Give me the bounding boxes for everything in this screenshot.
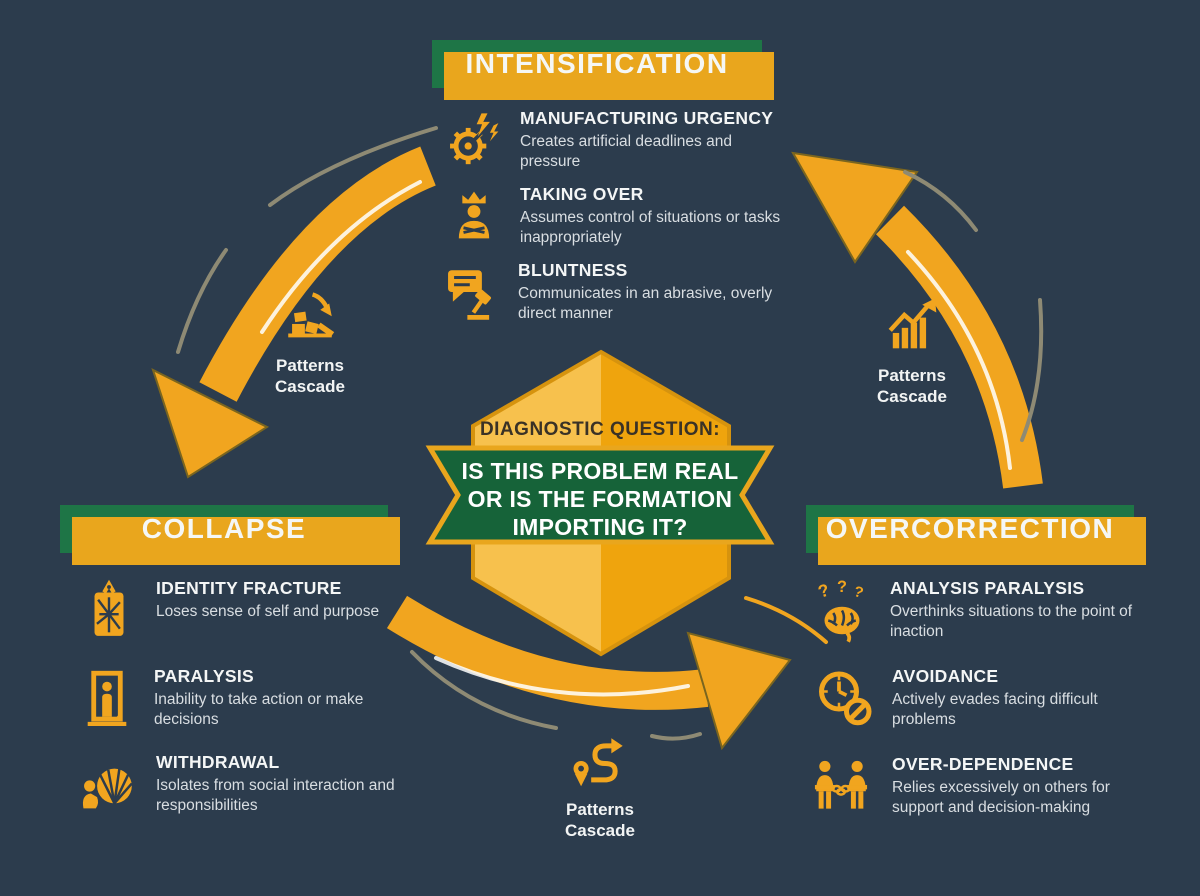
item-desc: Inability to take action or make decisio… — [154, 691, 364, 728]
chained-people-icon — [808, 754, 874, 826]
cascade-bottom: Patterns Cascade — [548, 732, 652, 842]
winding-route-icon — [565, 732, 635, 790]
banner-intensification-label: INTENSIFICATION — [465, 48, 729, 79]
item-desc: Communicates in an abrasive, overly dire… — [518, 285, 773, 322]
banner-intensification: INTENSIFICATION — [432, 40, 774, 100]
svg-text:?: ? — [815, 579, 831, 601]
item-desc: Isolates from social interaction and res… — [156, 777, 395, 814]
banner-collapse: COLLAPSE — [60, 505, 400, 565]
item-title: TAKING OVER — [520, 184, 644, 204]
item-avoidance: AVOIDANCE Actively evades facing difficu… — [814, 666, 1154, 732]
frozen-person-icon — [78, 666, 136, 736]
item-title: MANUFACTURING URGENCY — [520, 108, 774, 128]
item-title: BLUNTNESS — [518, 260, 628, 280]
item-over-dependence: OVER-DEPENDENCE Relies excessively on ot… — [808, 754, 1148, 826]
broken-mirror-icon — [80, 578, 138, 648]
cascade-right: Patterns Cascade — [860, 292, 964, 408]
item-desc: Relies excessively on others for support… — [892, 779, 1110, 816]
cascade-bottom-label: Patterns Cascade — [565, 800, 635, 841]
item-withdrawal: WITHDRAWAL Isolates from social interact… — [76, 752, 406, 820]
gear-lightning-icon — [444, 108, 502, 172]
item-paralysis: PARALYSIS Inability to take action or ma… — [78, 666, 408, 736]
item-manufacturing-urgency: MANUFACTURING URGENCY Creates artificial… — [444, 108, 784, 172]
item-title: OVER-DEPENDENCE — [892, 754, 1074, 774]
item-title: ANALYSIS PARALYSIS — [890, 578, 1085, 598]
banner-collapse-label: COLLAPSE — [141, 513, 307, 544]
item-desc: Assumes control of situations or tasks i… — [520, 209, 781, 246]
diagnostic-question-kicker: DIAGNOSTIC QUESTION: — [479, 419, 721, 440]
item-analysis-paralysis: ? ? ? ANALYSIS PARALYSIS Overthinks situ… — [812, 578, 1152, 648]
item-title: IDENTITY FRACTURE — [156, 578, 342, 598]
cascade-left: Patterns Cascade — [258, 284, 362, 398]
item-desc: Actively evades facing difficult problem… — [892, 691, 1098, 728]
svg-text:?: ? — [852, 583, 866, 602]
item-title: PARALYSIS — [154, 666, 254, 686]
crowned-person-icon — [446, 184, 502, 246]
item-taking-over: TAKING OVER Assumes control of situation… — [446, 184, 786, 248]
svg-text:?: ? — [837, 578, 847, 596]
arrow-intensification-to-collapse — [151, 126, 438, 479]
cascade-right-label: Patterns Cascade — [877, 366, 947, 407]
clock-prohibited-icon — [814, 666, 874, 732]
item-desc: Overthinks situations to the point of in… — [890, 603, 1133, 640]
item-title: WITHDRAWAL — [156, 752, 280, 772]
question-ribbon — [425, 445, 775, 545]
item-desc: Creates artificial deadlines and pressur… — [520, 133, 732, 170]
rising-chart-icon — [880, 292, 944, 356]
arrow-collapse-to-overcorrection — [386, 595, 828, 751]
item-bluntness: BLUNTNESS Communicates in an abrasive, o… — [442, 260, 782, 324]
banner-overcorrection-label: OVERCORRECTION — [825, 513, 1115, 544]
speech-gavel-icon — [442, 260, 500, 324]
diagnostic-question-text: IS THIS PROBLEM REAL OR IS THE FORMATION… — [461, 458, 739, 541]
collapsing-building-icon — [278, 284, 342, 346]
item-desc: Loses sense of self and purpose — [156, 603, 380, 620]
banner-overcorrection: OVERCORRECTION — [806, 505, 1146, 565]
cascade-left-label: Patterns Cascade — [275, 356, 345, 397]
arrow-overcorrection-to-intensification — [791, 151, 1044, 489]
item-identity-fracture: IDENTITY FRACTURE Loses sense of self an… — [80, 578, 410, 648]
item-title: AVOIDANCE — [892, 666, 999, 686]
shell-person-icon — [76, 752, 138, 820]
brain-questions-icon: ? ? ? — [812, 578, 872, 648]
